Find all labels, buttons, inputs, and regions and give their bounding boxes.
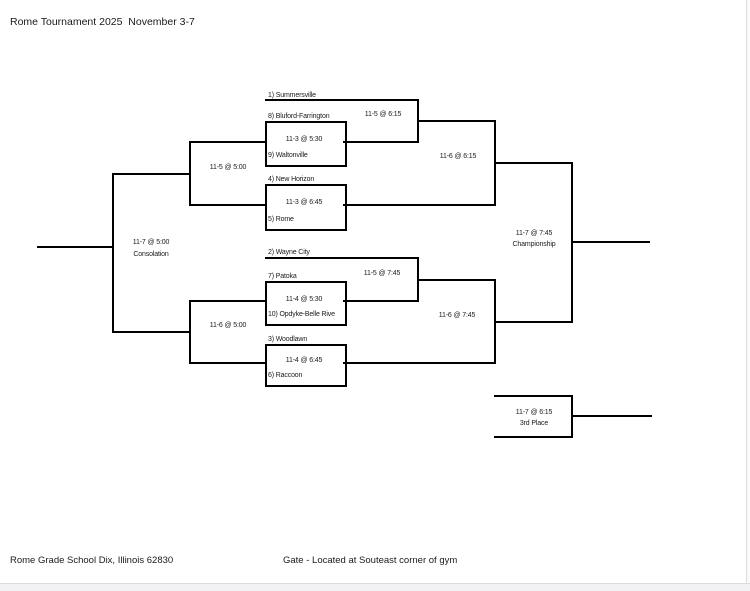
team-seed-10: 10) Opdyke-Belle Rive xyxy=(268,311,335,318)
game3-time: 11-4 @ 5:30 xyxy=(285,296,323,303)
line-bye-summersville xyxy=(265,99,419,101)
line-3rd-winner xyxy=(571,415,652,417)
line-consA-bottom xyxy=(189,204,267,206)
footer-school-address: Rome Grade School Dix, Illinois 62830 xyxy=(10,555,174,566)
line-consB-top xyxy=(189,300,267,302)
game1-time: 11-3 @ 5:30 xyxy=(285,136,323,143)
footer-gate-info: Gate - Located at Souteast corner of gym xyxy=(283,555,458,566)
game-box-3 xyxy=(265,281,347,326)
sf2-time: 11-6 @ 7:45 xyxy=(438,312,476,319)
line-3rd-bottom xyxy=(494,436,573,438)
cons-semi2-time: 11-6 @ 5:00 xyxy=(209,322,247,329)
line-consolation-join xyxy=(112,173,114,333)
line-consolation-winner xyxy=(37,246,114,248)
championship-time: 11-7 @ 7:45 xyxy=(515,230,553,237)
line-qf2-winner xyxy=(417,279,496,281)
sf1-time: 11-6 @ 6:15 xyxy=(439,153,477,160)
line-game4-winner xyxy=(343,362,496,364)
page-edge-right xyxy=(746,0,750,591)
line-champion-winner xyxy=(571,241,650,243)
page-edge-bottom xyxy=(0,583,750,591)
line-qf1-winner xyxy=(417,120,496,122)
line-game2-winner xyxy=(343,204,496,206)
page-title: Rome Tournament 2025 November 3-7 xyxy=(10,16,195,28)
team-seed-4: 4) New Horizon xyxy=(268,176,315,183)
team-seed-1: 1) Summersville xyxy=(268,92,316,99)
team-seed-7: 7) Patoka xyxy=(268,273,297,280)
team-seed-9: 9) Waltonville xyxy=(268,152,308,159)
line-consB-bottom xyxy=(189,362,267,364)
third-place-label: 3rd Place xyxy=(519,420,549,427)
consolation-time: 11-7 @ 5:00 xyxy=(132,239,170,246)
team-seed-5: 5) Rome xyxy=(268,216,294,223)
line-consA-top xyxy=(189,141,267,143)
team-seed-6: 6) Raccoon xyxy=(268,372,303,379)
qf1-time: 11-5 @ 6:15 xyxy=(364,111,402,118)
game4-time: 11-4 @ 6:45 xyxy=(285,357,323,364)
line-consA-winner xyxy=(112,173,191,175)
line-sf2-winner xyxy=(494,321,573,323)
qf2-time: 11-5 @ 7:45 xyxy=(363,270,401,277)
consolation-label: Consolation xyxy=(133,251,169,258)
game-box-1 xyxy=(265,121,347,167)
game-box-4 xyxy=(265,344,347,387)
line-consB-winner xyxy=(112,331,191,333)
line-3rd-top xyxy=(494,395,573,397)
line-game3-winner xyxy=(343,300,419,302)
game2-time: 11-3 @ 6:45 xyxy=(285,199,323,206)
game-box-2 xyxy=(265,184,347,231)
team-seed-3: 3) Woodlawn xyxy=(268,336,308,343)
team-seed-2: 2) Wayne City xyxy=(268,249,310,256)
line-bye-wayne-city xyxy=(265,257,419,259)
line-sf1-winner xyxy=(494,162,573,164)
team-seed-8: 8) Bluford-Farrington xyxy=(268,113,330,120)
line-game1-winner xyxy=(343,141,419,143)
third-place-time: 11-7 @ 6:15 xyxy=(515,409,553,416)
championship-label: Championship xyxy=(512,241,556,248)
cons-semi1-time: 11-5 @ 5:00 xyxy=(209,164,247,171)
